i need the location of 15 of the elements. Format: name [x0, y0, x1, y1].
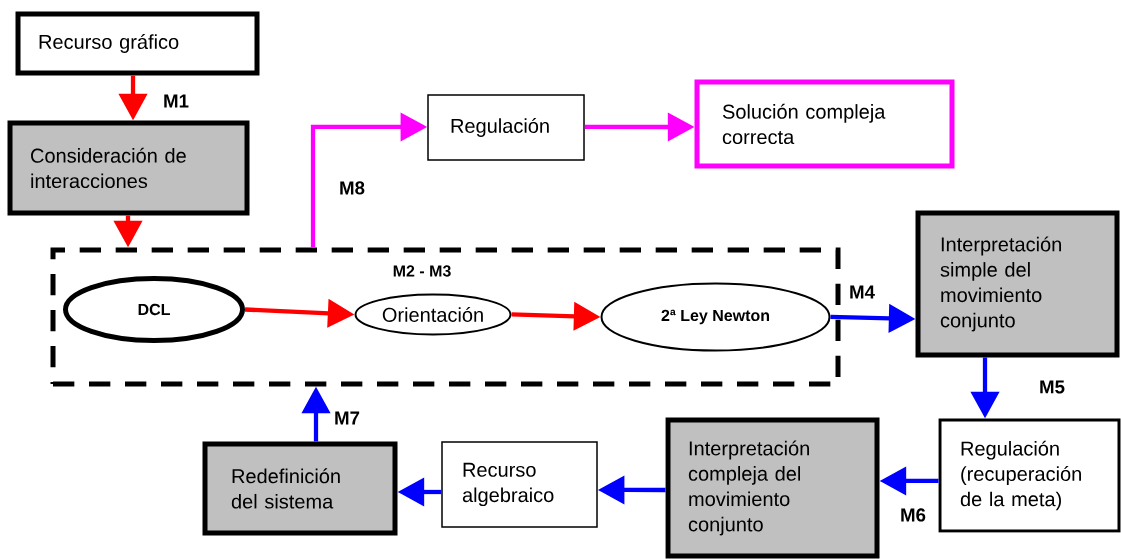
result-box: Solución compleja correcta: [694, 79, 955, 169]
edge-label: M7: [332, 410, 362, 426]
process-box: Interpretación compleja del movimiento conjunto: [665, 417, 880, 559]
process-box: Regulación (recuperación de la meta): [938, 418, 1121, 533]
edge-label: M1: [161, 93, 191, 109]
edge-label: M8: [337, 180, 367, 196]
edge-label: M6: [898, 507, 928, 523]
process-box: Recurso gráfico: [15, 11, 260, 76]
edge-label: M5: [1037, 379, 1067, 395]
edge-label: M4: [847, 284, 877, 300]
process-box: Redefinición del sistema: [202, 441, 398, 536]
process-box: Consideración de interacciones: [7, 120, 250, 216]
process-box: Regulación: [427, 94, 585, 161]
process-box: Interpretación simple del movimiento conjunto: [915, 210, 1120, 358]
process-box: Recurso algebraico: [441, 441, 598, 528]
